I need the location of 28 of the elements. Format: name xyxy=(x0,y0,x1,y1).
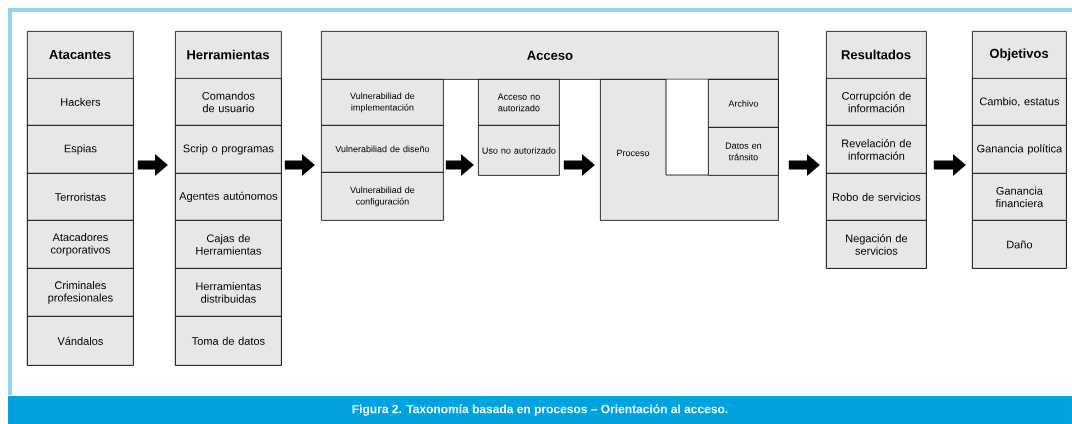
list-cell: Criminales profesionales xyxy=(27,268,134,317)
list-cell: Comandos de usuario xyxy=(175,78,282,126)
list-cell: Atacadores corporativos xyxy=(27,220,134,269)
list-cell: Vulnerabiliad de diseño xyxy=(321,125,444,173)
list-cell: Revelación de información xyxy=(826,125,927,174)
list-cell: Datos en tránsito xyxy=(708,127,779,176)
list-cell: Cajas de Herramientas xyxy=(175,220,282,269)
list-cell: Negación de servicios xyxy=(826,220,927,269)
list-cell: Espias xyxy=(27,125,134,174)
list-cell: Uso no autorizado xyxy=(478,125,560,176)
list-cell: Cambio, estatus xyxy=(972,78,1067,126)
list-cell: Ganancia política xyxy=(972,125,1067,174)
list-cell: Agentes autónomos xyxy=(175,173,282,221)
list-cell: Toma de datos xyxy=(175,316,282,366)
list-cell: Archivo xyxy=(708,79,779,128)
list-cell: Corrupción de información xyxy=(826,78,927,126)
list-cell: Robo de servicios xyxy=(826,173,927,221)
list-cell: Terroristas xyxy=(27,173,134,221)
list-cell: Scrip o programas xyxy=(175,125,282,174)
list-cell: Vulnerabiliad de implementación xyxy=(321,79,444,126)
list-cell: Herramientas distribuidas xyxy=(175,268,282,317)
list-cell: Ganancia financiera xyxy=(972,173,1067,221)
caption-bar: Figura 2. Taxonomía basada en procesos – Orientación al acceso. xyxy=(8,396,1072,424)
list-cell: Vándalos xyxy=(27,316,134,366)
list-cell: Daño xyxy=(972,220,1067,269)
list-cell: Acceso no autorizado xyxy=(478,79,560,126)
list-cell: Vulnerabiliad de configuración xyxy=(321,172,444,221)
list-cell: Hackers xyxy=(27,78,134,126)
